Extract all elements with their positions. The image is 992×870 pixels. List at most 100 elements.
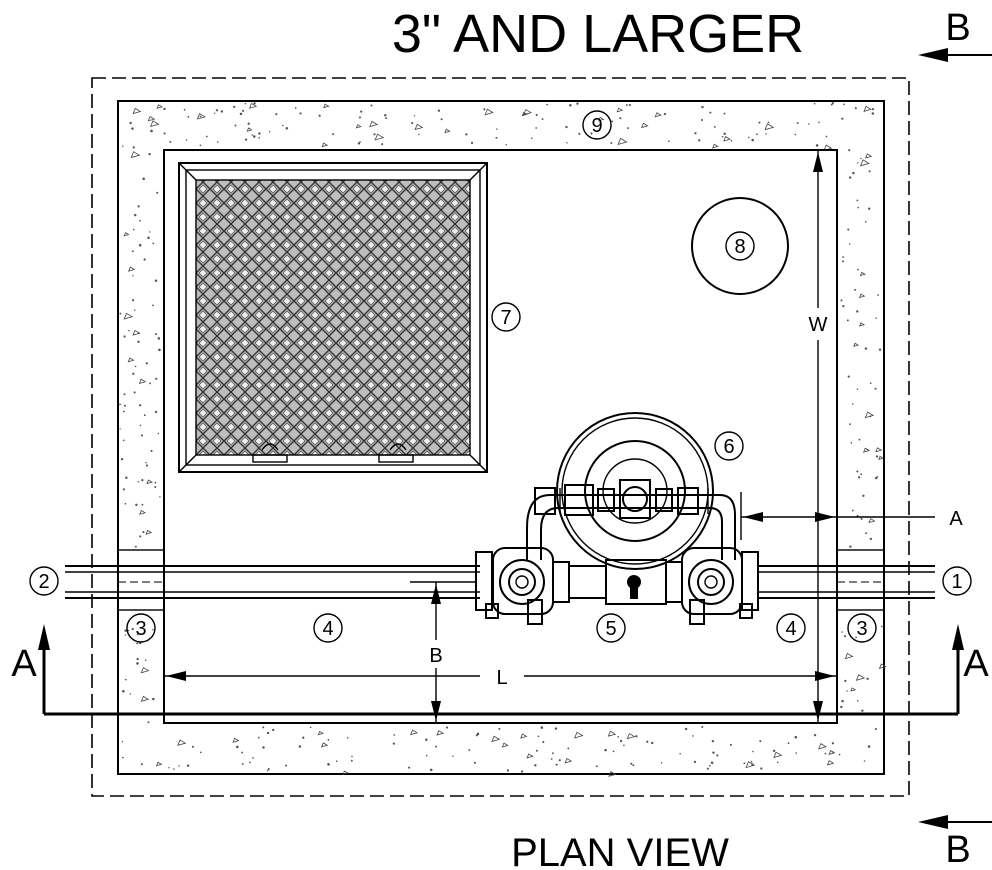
concrete-speckle xyxy=(751,138,754,142)
concrete-speckle xyxy=(158,348,161,352)
main-pipeline xyxy=(65,565,935,599)
concrete-speckle xyxy=(138,243,142,247)
concrete-speckle xyxy=(130,151,141,159)
concrete-speckle xyxy=(530,137,533,139)
bypass-piping xyxy=(526,479,736,560)
concrete-speckle xyxy=(841,260,845,263)
concrete-speckle xyxy=(745,761,756,769)
concrete-speckle xyxy=(668,140,670,143)
concrete-speckle xyxy=(874,727,877,731)
concrete-speckle xyxy=(864,347,868,350)
concrete-speckle xyxy=(537,735,540,738)
concrete-speckle xyxy=(623,744,625,747)
concrete-speckle xyxy=(877,294,879,296)
concrete-speckle xyxy=(470,141,474,145)
concrete-speckle xyxy=(156,191,159,194)
vault-interior xyxy=(163,149,838,724)
concrete-speckle xyxy=(154,333,157,336)
concrete-speckle xyxy=(131,299,135,302)
concrete-speckle xyxy=(723,112,726,115)
concrete-speckle xyxy=(856,699,859,702)
concrete-speckle xyxy=(127,629,130,632)
concrete-speckle xyxy=(878,663,887,670)
concrete-texture xyxy=(119,102,887,777)
concrete-speckle xyxy=(196,113,206,120)
concrete-speckle xyxy=(501,742,509,748)
concrete-speckle xyxy=(692,735,694,737)
concrete-speckle xyxy=(440,118,443,121)
concrete-speckle xyxy=(625,104,628,106)
concrete-speckle xyxy=(566,142,568,144)
concrete-speckle xyxy=(863,105,872,112)
concrete-speckle xyxy=(294,107,297,109)
concrete-speckle xyxy=(139,535,142,538)
concrete-speckle xyxy=(309,726,312,729)
concrete-speckle xyxy=(320,742,329,748)
concrete-speckle xyxy=(859,159,870,167)
concrete-speckle xyxy=(272,728,275,732)
concrete-speckle xyxy=(124,629,127,632)
section-b-bottom-marker: B xyxy=(918,815,992,870)
callout-8: 8 xyxy=(725,231,755,261)
concrete-speckle xyxy=(425,738,428,741)
concrete-speckle xyxy=(521,111,528,117)
gate-valve-left xyxy=(475,547,570,625)
callout-7-label: 7 xyxy=(500,307,511,329)
concrete-speckle xyxy=(351,755,353,758)
concrete-speckle xyxy=(856,199,859,202)
concrete-speckle xyxy=(558,759,561,762)
concrete-speckle xyxy=(156,104,164,109)
concrete-speckle xyxy=(534,764,537,767)
callout-2: 2 xyxy=(29,566,59,596)
concrete-speckle xyxy=(569,104,572,107)
dimension-w-label: W xyxy=(809,314,828,336)
concrete-speckle xyxy=(122,410,125,413)
concrete-speckle xyxy=(124,502,127,505)
concrete-speckle xyxy=(298,745,302,748)
concrete-speckle xyxy=(554,727,558,730)
concrete-speckle xyxy=(840,299,843,302)
drawing-title: 3" AND LARGER xyxy=(392,4,804,64)
concrete-speckle xyxy=(721,135,724,138)
concrete-speckle xyxy=(759,740,762,743)
concrete-speckle xyxy=(359,141,361,143)
callout-3-left: 3 xyxy=(126,613,156,643)
dimension-w: W xyxy=(805,149,837,724)
access-hatch xyxy=(178,162,488,473)
concrete-speckle xyxy=(765,133,767,135)
concrete-speckle xyxy=(317,730,324,736)
concrete-speckle xyxy=(875,455,879,458)
callout-1: 1 xyxy=(942,566,972,596)
concrete-speckle xyxy=(119,403,121,406)
dimension-b-label: B xyxy=(429,645,442,667)
concrete-speckle xyxy=(392,742,395,745)
concrete-speckle xyxy=(124,634,127,636)
concrete-speckle xyxy=(137,340,140,344)
concrete-speckle xyxy=(335,760,338,762)
concrete-speckle xyxy=(152,242,155,245)
concrete-speckle xyxy=(767,121,770,124)
dimension-b: B xyxy=(410,581,476,723)
concrete-speckle xyxy=(252,757,254,759)
concrete-speckle xyxy=(876,475,879,478)
concrete-speckle xyxy=(855,674,866,681)
concrete-speckle xyxy=(150,129,153,133)
concrete-speckle xyxy=(540,726,544,729)
concrete-speckle xyxy=(346,737,349,739)
concrete-speckle xyxy=(701,105,704,109)
concrete-speckle xyxy=(743,762,746,765)
concrete-speckle xyxy=(187,115,190,118)
concrete-speckle xyxy=(342,770,349,775)
concrete-speckle xyxy=(124,678,127,681)
concrete-speckle xyxy=(723,132,726,136)
concrete-speckle xyxy=(142,177,145,181)
concrete-speckle xyxy=(863,760,866,762)
concrete-speckle xyxy=(408,766,411,769)
concrete-speckle xyxy=(860,517,863,520)
concrete-speckle xyxy=(825,135,828,138)
concrete-speckle xyxy=(849,423,851,426)
concrete-speckle xyxy=(134,545,137,548)
concrete-speckle xyxy=(874,476,878,480)
concrete-speckle xyxy=(374,133,385,141)
concrete-speckle xyxy=(234,124,237,127)
